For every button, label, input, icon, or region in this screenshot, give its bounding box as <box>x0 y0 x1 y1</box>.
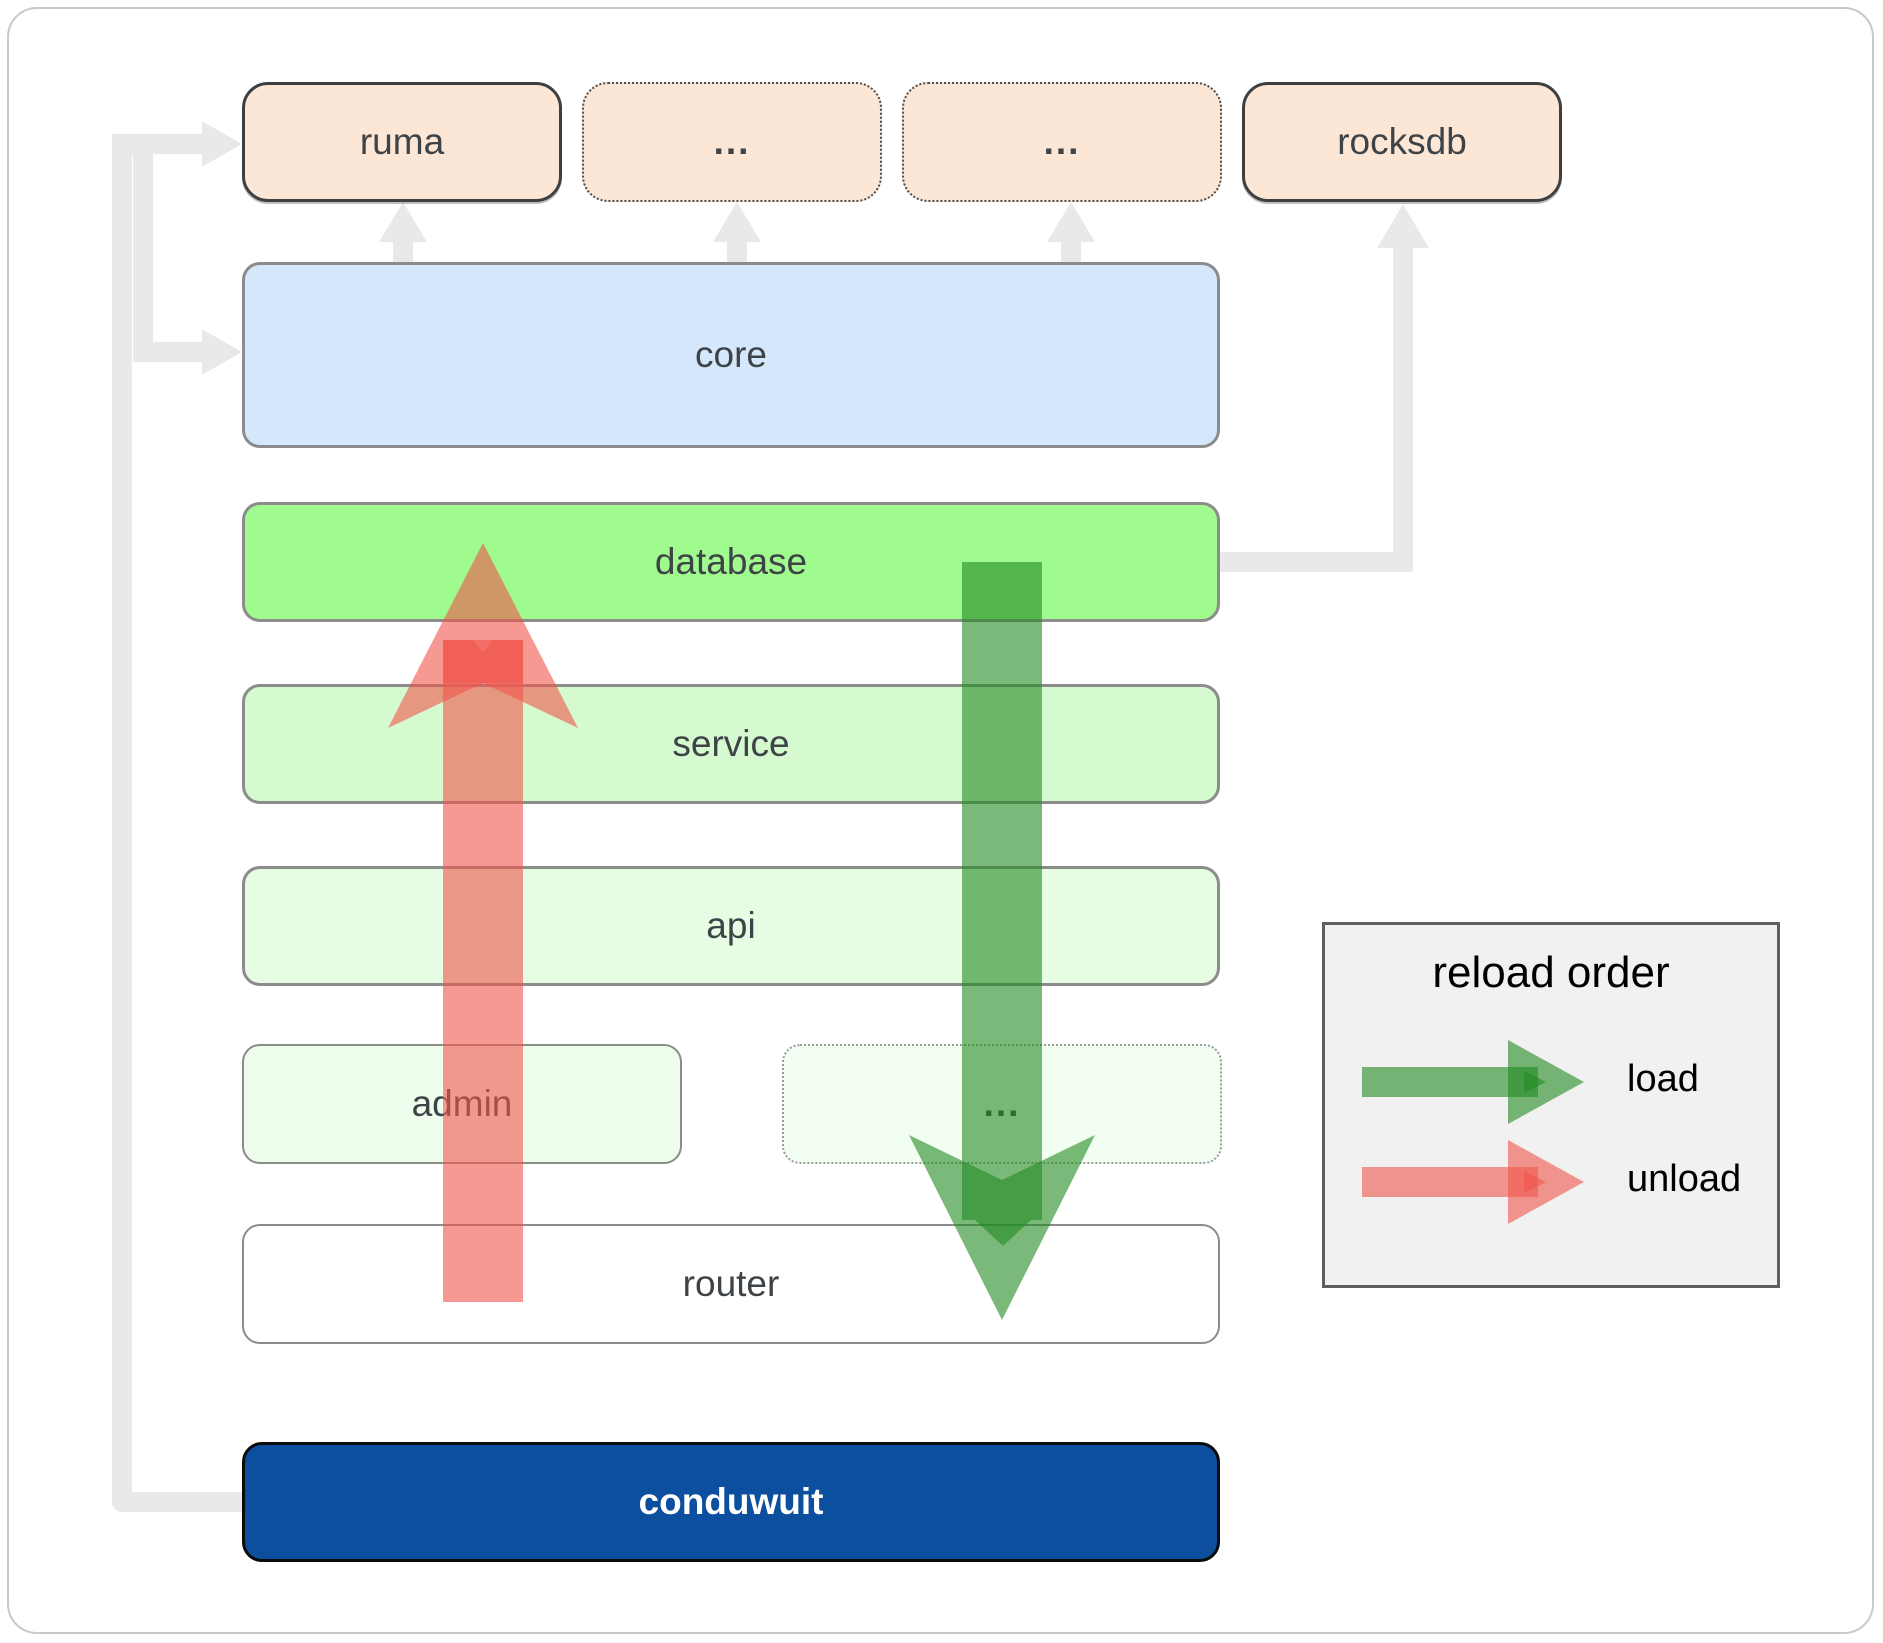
box-ellipsis-1: ... <box>582 82 882 202</box>
outer-frame <box>7 7 1874 1634</box>
connector-to-core <box>133 342 202 362</box>
arrowhead-to-ruma-icon <box>202 121 242 167</box>
legend-panel <box>1322 922 1780 1288</box>
box-conduwuit: conduwuit <box>242 1442 1220 1562</box>
box-api: api <box>242 866 1220 986</box>
arrowhead-core-to-dots1-icon <box>713 202 761 242</box>
load-arrow-shaft <box>962 562 1042 1220</box>
connector-to-ruma <box>112 134 202 154</box>
connector-core-to-ruma <box>393 240 413 262</box>
arrowhead-to-rocksdb-icon <box>1377 204 1429 248</box>
arrowhead-to-core-icon <box>202 329 242 375</box>
arrowhead-core-to-ruma-icon <box>379 202 427 242</box>
box-ellipsis-2: ... <box>902 82 1222 202</box>
box-api-label: api <box>706 905 756 946</box>
connector-database-to-rocksdb-horizontal <box>1220 552 1413 572</box>
legend-unload-label: unload <box>1627 1158 1742 1200</box>
box-ruma: ruma <box>242 82 562 202</box>
box-router: router <box>242 1224 1220 1344</box>
connector-trunk-vertical <box>112 134 132 1512</box>
connector-inner-vertical <box>133 154 153 362</box>
connector-core-to-dots2 <box>1061 240 1081 262</box>
connector-from-conduwuit <box>112 1492 242 1512</box>
box-rocksdb: rocksdb <box>1242 82 1562 202</box>
box-core-label: core <box>695 334 767 375</box>
box-database: database <box>242 502 1220 622</box>
legend-title: reload order <box>1432 948 1670 997</box>
box-router-label: router <box>682 1263 780 1304</box>
legend-load-label: load <box>1627 1058 1699 1100</box>
box-database-label: database <box>654 541 808 582</box>
box-service: service <box>242 684 1220 804</box>
connector-core-to-dots1 <box>727 240 747 262</box>
box-ruma-label: ruma <box>359 121 445 162</box>
arrowhead-core-to-dots2-icon <box>1047 202 1095 242</box>
box-rocksdb-label: rocksdb <box>1337 121 1467 162</box>
box-core: core <box>242 262 1220 448</box>
box-conduwuit-label: conduwuit <box>638 1481 824 1522</box>
connector-database-to-rocksdb-vertical <box>1393 246 1413 572</box>
box-ellipsis-1-label: ... <box>713 121 751 162</box>
unload-arrow-shaft <box>443 640 523 1302</box>
box-service-label: service <box>672 723 790 764</box>
box-ellipsis-2-label: ... <box>1043 121 1081 162</box>
